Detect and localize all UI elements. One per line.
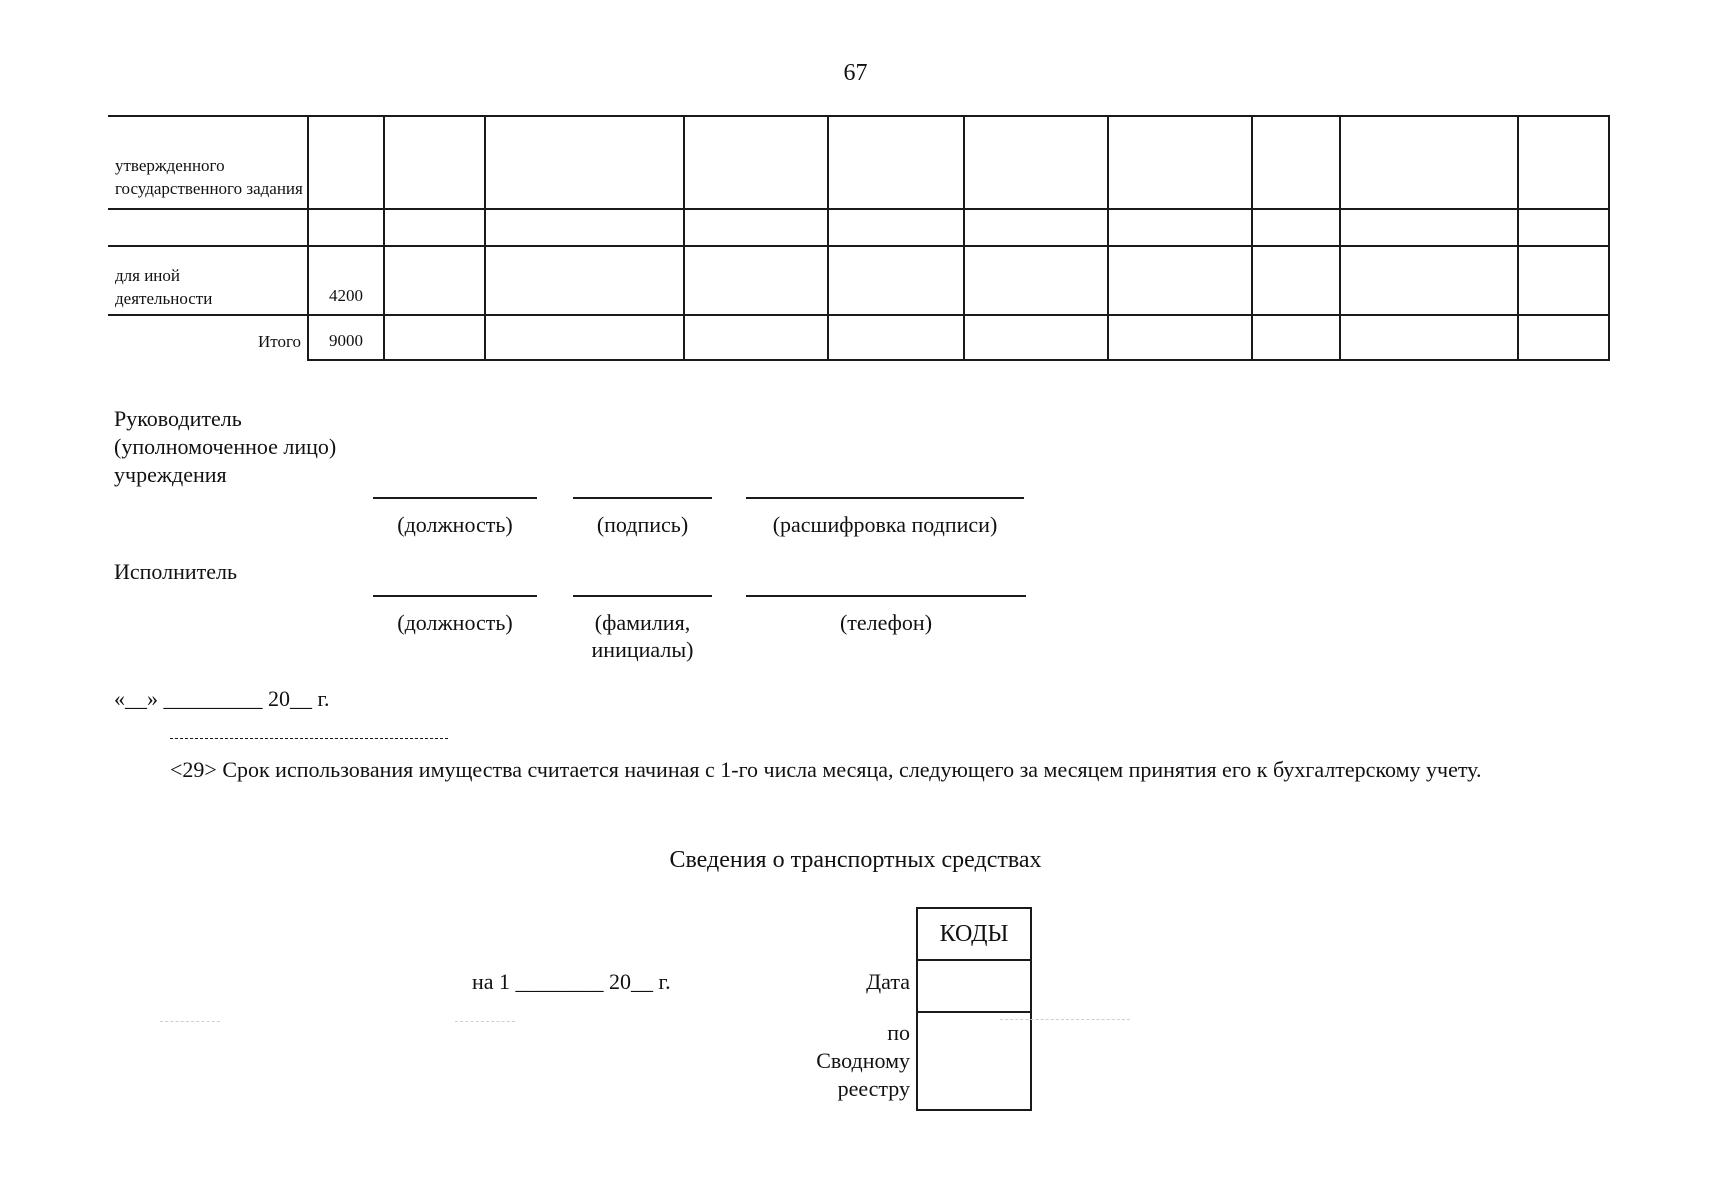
- footnote-separator: [170, 738, 448, 739]
- total-label: Итого: [108, 314, 309, 360]
- footnote-29: <29> Срок использования имущества считае…: [170, 757, 1482, 782]
- head-signature-line: [573, 497, 712, 499]
- codes-header: КОДЫ: [918, 909, 1030, 961]
- executor-label: Исполнитель: [114, 559, 238, 584]
- head-position-caption: (должность): [397, 512, 513, 537]
- scan-artifact: [1000, 1019, 1130, 1020]
- head-position-line: [373, 497, 537, 499]
- head-decoding-line: [746, 497, 1024, 499]
- total-code: 9000: [307, 314, 385, 361]
- codes-date-cell: [918, 961, 1030, 1013]
- head-decoding-caption: (расшифровка подписи): [772, 512, 998, 537]
- executor-phone-caption: (телефон): [839, 610, 933, 635]
- executor-position-caption: (должность): [397, 610, 513, 635]
- report-date-line: на 1 ________ 20__ г.: [472, 969, 671, 994]
- row-label-other-activity: для иной деятельности: [108, 245, 309, 316]
- section-title: Сведения о транспортных средствах: [669, 847, 1042, 873]
- codes-box: КОДЫ: [916, 907, 1032, 1111]
- date-label: Дата: [866, 969, 910, 994]
- executor-position-line: [373, 595, 537, 597]
- head-label: Руководитель (уполномоченное лицо) учреж…: [114, 406, 337, 487]
- table-row: утвержденного государственного задания: [108, 115, 1610, 210]
- executor-name-line: [573, 595, 712, 597]
- date-line: «__» _________ 20__ г.: [114, 686, 330, 711]
- page-number: 67: [843, 60, 868, 86]
- executor-name-caption: (фамилия, инициалы): [591, 610, 694, 662]
- row-code-other-activity: 4200: [307, 245, 385, 316]
- head-signature-caption: (подпись): [596, 512, 689, 537]
- table-row: [108, 208, 1610, 247]
- row-label-approved-task: утвержденного государственного задания: [108, 115, 309, 210]
- table-row-total: Итого 9000: [108, 314, 1610, 361]
- registry-label: по Сводному реестру: [816, 1020, 910, 1101]
- table-row: для иной деятельности 4200: [108, 245, 1610, 316]
- property-table: утвержденного государственного задания д…: [108, 115, 1610, 361]
- scan-artifact: [160, 1021, 220, 1022]
- scan-artifact: [455, 1021, 515, 1022]
- executor-phone-line: [746, 595, 1026, 597]
